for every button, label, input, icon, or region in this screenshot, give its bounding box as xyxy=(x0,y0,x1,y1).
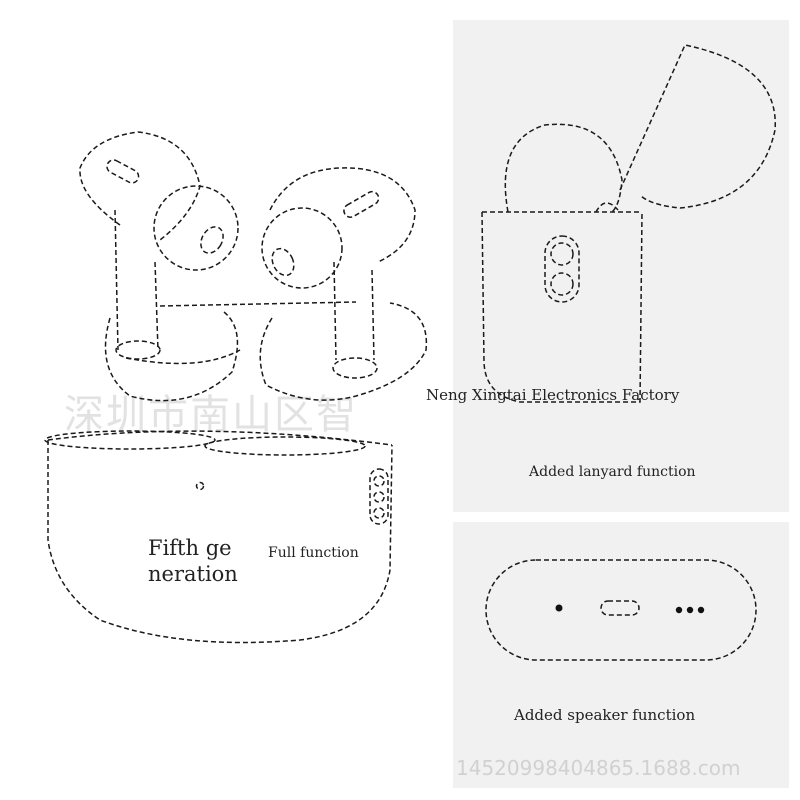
speaker-hole-2 xyxy=(686,606,694,614)
speaker-caption: Added speaker function xyxy=(514,706,696,724)
factory-name: Neng Xingtai Electronics Factory xyxy=(426,386,680,404)
lanyard-case xyxy=(481,44,776,403)
generation-label-line2: neration xyxy=(148,562,238,586)
speaker-hole-1 xyxy=(675,606,683,614)
full-function-label: Full function xyxy=(268,545,359,561)
speaker-view-panel xyxy=(453,522,789,788)
lanyard-view-panel xyxy=(453,20,789,512)
url-watermark: 14520998404865.1688.com xyxy=(456,756,741,780)
chinese-watermark: 深圳市南山区智 xyxy=(64,392,358,438)
charging-port xyxy=(600,600,640,616)
main-charging-case xyxy=(44,430,393,644)
lanyard-caption: Added lanyard function xyxy=(529,464,696,480)
generation-label-line1: Fifth ge xyxy=(148,536,232,560)
indicator-dot xyxy=(555,604,563,612)
right-earbud xyxy=(261,167,416,379)
earbud-cradles xyxy=(104,301,428,402)
speaker-case-bottom xyxy=(485,559,757,661)
speaker-hole-3 xyxy=(697,606,705,614)
left-earbud xyxy=(79,131,239,360)
